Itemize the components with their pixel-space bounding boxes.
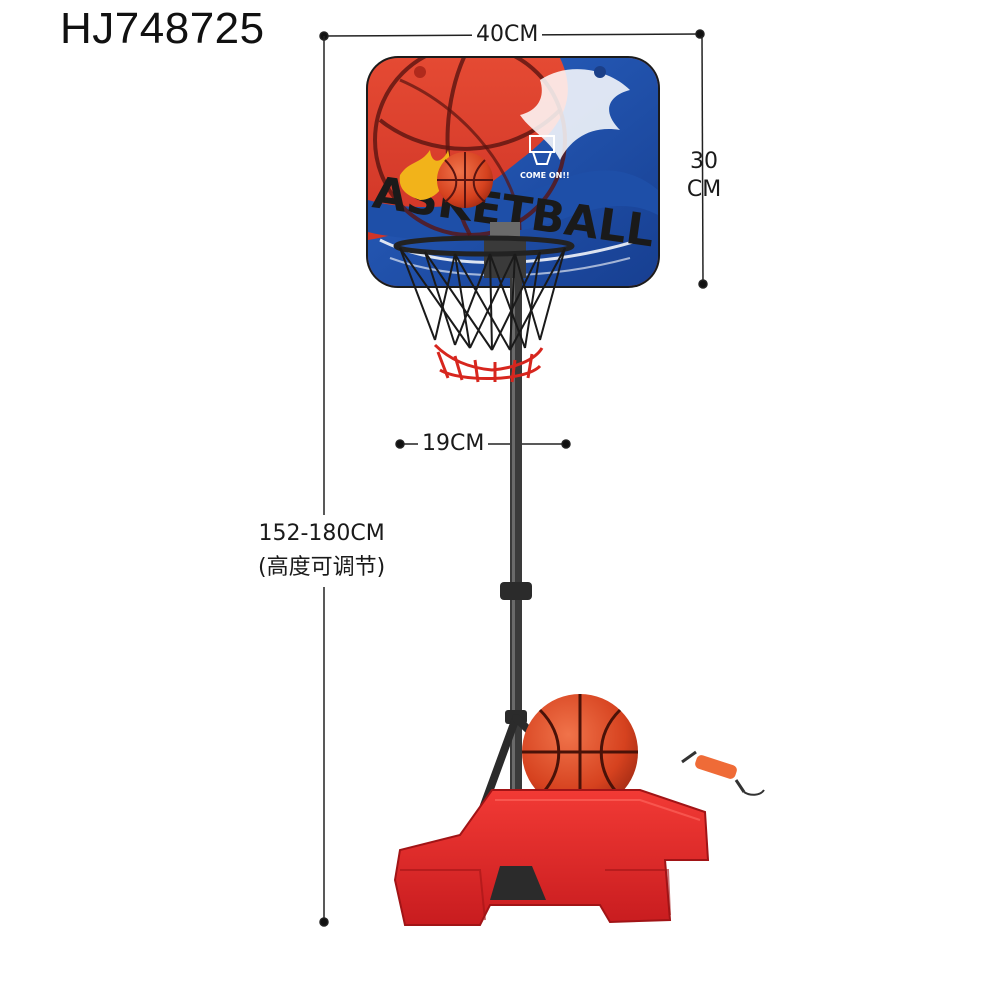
pole-dimension-dot-right bbox=[561, 439, 571, 449]
pole-socket bbox=[490, 866, 546, 900]
width-dimension-dot-right bbox=[695, 29, 705, 39]
backboard-height-label: 30 CM bbox=[684, 148, 724, 204]
badge-text: COME ON!! bbox=[520, 171, 570, 180]
pole-width-label: 19CM bbox=[418, 433, 489, 455]
height-dimension-dot-bottom bbox=[319, 917, 329, 927]
stand-height-value: 152-180CM bbox=[258, 521, 385, 546]
depth-dimension-dot-bottom bbox=[698, 279, 708, 289]
air-pump-icon bbox=[681, 750, 765, 796]
stand-height-note: (高度可调节) bbox=[258, 555, 386, 580]
depth-dimension-line bbox=[701, 35, 704, 285]
rim-and-net bbox=[393, 222, 575, 383]
backboard-height-unit: CM bbox=[686, 177, 722, 202]
pole-dimension-dot-left bbox=[395, 439, 405, 449]
backboard-width-label: 40CM bbox=[472, 24, 543, 46]
pole bbox=[500, 250, 532, 870]
stand-height-label: 152-180CM (高度可调节) bbox=[254, 515, 390, 587]
height-adjust-knob bbox=[500, 582, 532, 600]
backboard-height-value: 30 bbox=[690, 149, 718, 174]
dimension-lines bbox=[319, 29, 708, 927]
weighted-base bbox=[393, 789, 710, 926]
backboard: ASKETBALL COME ON!! bbox=[366, 56, 660, 288]
hoop-badge-icon bbox=[529, 135, 555, 165]
basketball bbox=[522, 694, 638, 810]
model-code: HJ748725 bbox=[60, 4, 265, 53]
